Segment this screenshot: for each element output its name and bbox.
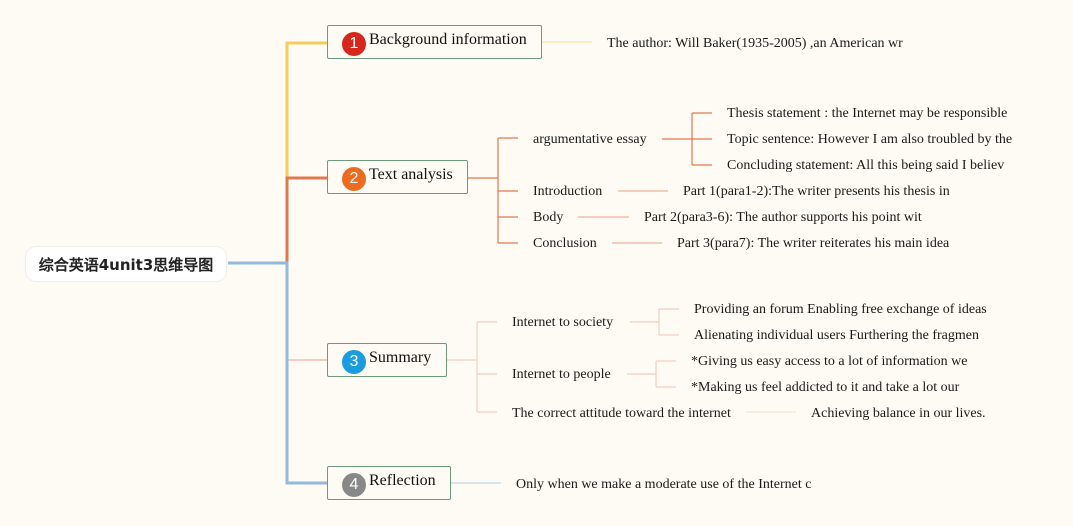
- conclusion-detail[interactable]: Part 3(para7): The writer reiterates his…: [677, 236, 950, 251]
- correct-attitude-detail[interactable]: Achieving balance in our lives.: [811, 406, 986, 421]
- number-3-badge: 3: [342, 350, 366, 374]
- internet-to-people-node[interactable]: Internet to people: [512, 367, 611, 382]
- connector-root-to-reflection: [228, 261, 327, 485]
- branch-background-information[interactable]: 1 Background information: [327, 25, 542, 59]
- correct-attitude-node[interactable]: The correct attitude toward the internet: [512, 406, 731, 421]
- people-positive-item[interactable]: *Giving us easy access to a lot of infor…: [691, 354, 968, 369]
- introduction-node[interactable]: Introduction: [533, 184, 603, 199]
- background-author-detail[interactable]: The author: Will Baker(1935-2005) ,an Am…: [607, 36, 903, 51]
- body-node[interactable]: Body: [533, 210, 564, 225]
- internet-to-society-node[interactable]: Internet to society: [512, 315, 614, 330]
- reflection-detail[interactable]: Only when we make a moderate use of the …: [516, 477, 812, 492]
- society-negative-item[interactable]: Alienating individual users Furthering t…: [694, 328, 979, 343]
- conclusion-node[interactable]: Conclusion: [533, 236, 597, 251]
- argumentative-essay-node[interactable]: argumentative essay: [533, 132, 647, 147]
- introduction-detail[interactable]: Part 1(para1-2):The writer presents his …: [683, 184, 950, 199]
- topic-sentence-item[interactable]: Topic sentence: However I am also troubl…: [727, 132, 1013, 147]
- body-detail[interactable]: Part 2(para3-6): The author supports his…: [644, 210, 922, 225]
- branch-text-analysis[interactable]: 2 Text analysis: [327, 160, 468, 194]
- connector-text-analysis-trunk: [468, 137, 518, 244]
- society-positive-item[interactable]: Providing an forum Enabling free exchang…: [694, 302, 987, 317]
- branch-text-analysis-label: Text analysis: [369, 166, 453, 183]
- connector-summary-trunk: [447, 321, 497, 413]
- root-node[interactable]: 综合英语4unit3思维导图: [26, 247, 226, 281]
- people-negative-item[interactable]: *Making us feel addicted to it and take …: [691, 380, 960, 395]
- connector-society-trunk: [630, 308, 679, 336]
- root-title: 综合英语4unit3思维导图: [38, 255, 214, 274]
- branch-reflection-label: Reflection: [369, 472, 436, 489]
- branch-reflection[interactable]: 4 Reflection: [327, 466, 451, 500]
- number-1-badge: 1: [342, 32, 366, 56]
- branch-summary-label: Summary: [369, 349, 432, 366]
- number-2-badge: 2: [342, 167, 366, 191]
- number-4-badge: 4: [342, 473, 366, 497]
- connector-argumentative-trunk: [662, 112, 712, 166]
- thesis-statement-item[interactable]: Thesis statement : the Internet may be r…: [727, 106, 1008, 121]
- connector-root-to-background: [228, 41, 327, 265]
- concluding-statement-item[interactable]: Concluding statement: All this being sai…: [727, 158, 1005, 173]
- connector-root-to-summary: [286, 263, 327, 361]
- connector-people-trunk: [627, 360, 676, 388]
- connector-root-to-text-analysis: [228, 176, 327, 265]
- branch-summary[interactable]: 3 Summary: [327, 343, 447, 377]
- branch-background-label: Background information: [369, 31, 527, 48]
